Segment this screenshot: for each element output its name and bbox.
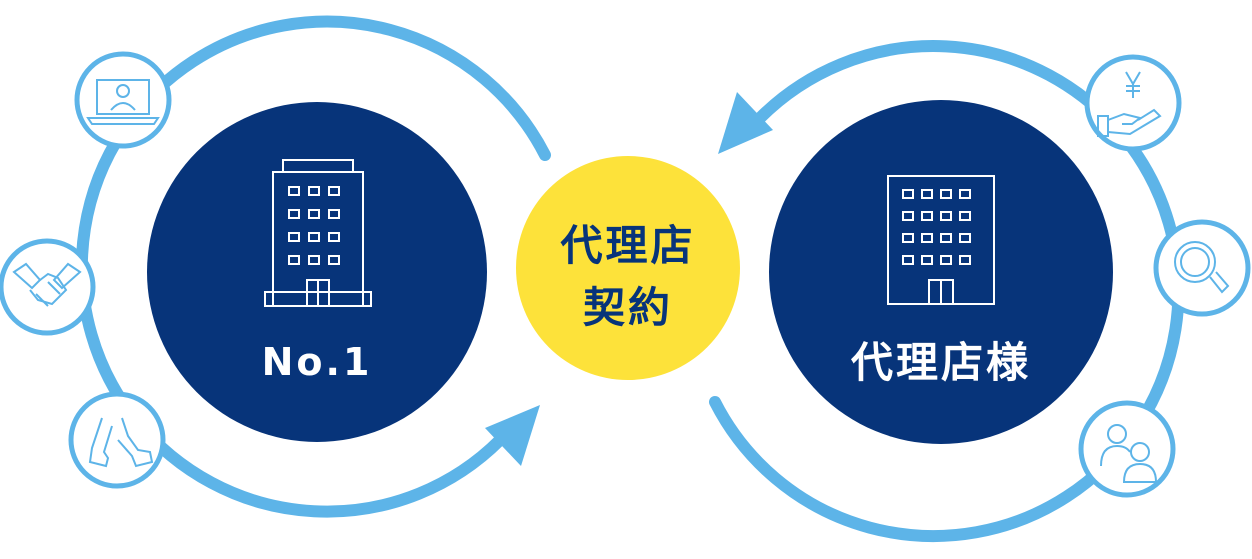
users-icon [1100,424,1158,483]
center-node-line1: 代理店 [559,221,695,270]
left-node: No.1 [147,102,487,442]
yen-hand-icon [1097,71,1162,137]
magnifier-icon [1174,241,1230,294]
right-arrowhead-icon [718,92,773,154]
right-node: 代理店様 [769,100,1113,444]
right-badge-search [1153,219,1251,317]
center-node: 代理店 契約 [516,156,740,380]
left-node-label: No.1 [262,340,373,384]
left-arrowhead-icon [485,405,540,466]
left-badge-video-call [74,51,172,149]
office-building-icon [887,175,995,305]
handshake-icon [12,262,82,307]
right-cycle-arrow [709,40,1185,543]
left-badge-handshake [0,238,96,336]
left-badge-walking [68,391,166,489]
right-badge-users [1078,400,1176,498]
center-node-line2: 契約 [583,283,673,332]
right-badge-yen [1084,54,1182,152]
left-cycle-arrow [75,15,551,518]
laptop-video-call-icon [86,79,160,125]
right-node-label: 代理店様 [850,338,1031,387]
office-building-icon [264,159,372,307]
walking-legs-icon [88,417,154,468]
